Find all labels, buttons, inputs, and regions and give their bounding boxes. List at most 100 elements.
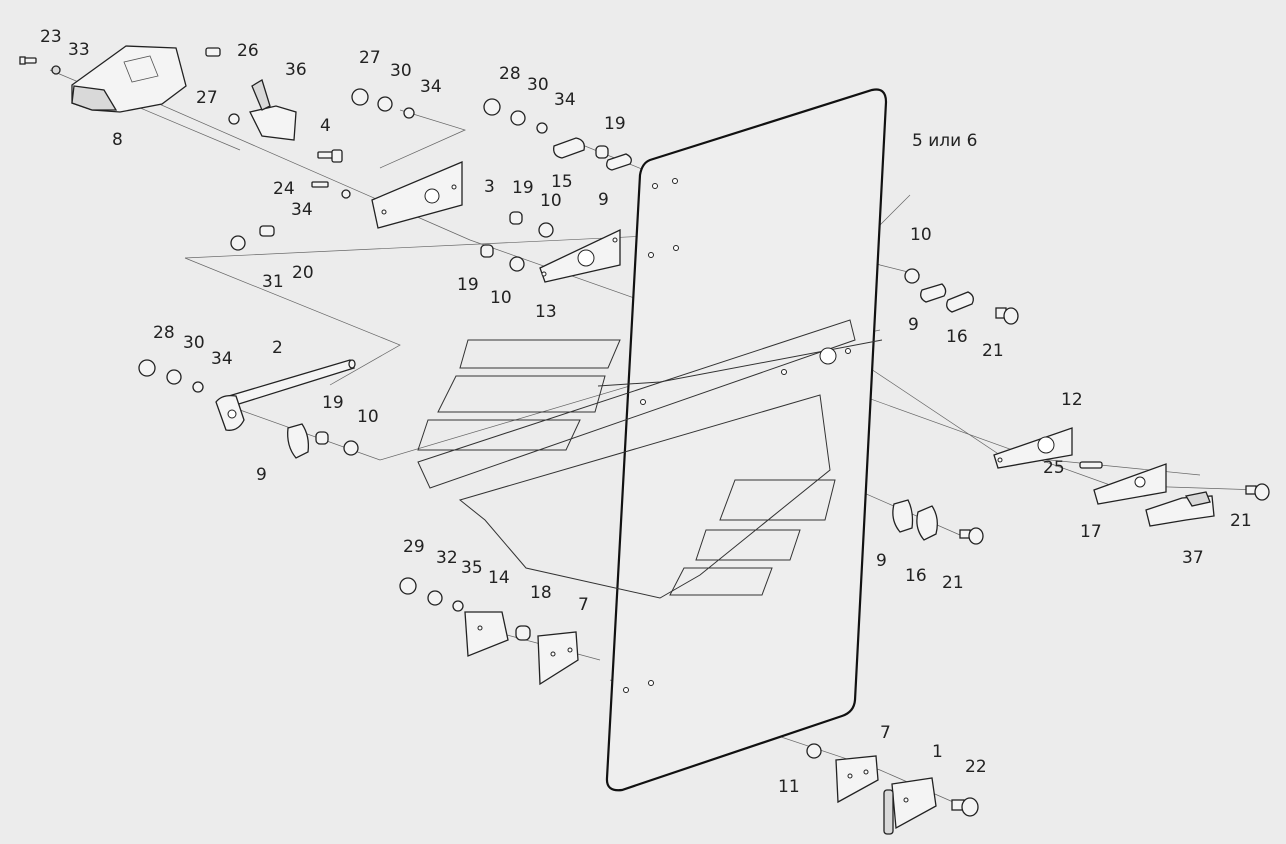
washer-10-d [343,440,359,456]
callout-c34c: 34 [291,200,313,220]
glass-decal [417,319,883,599]
callout-c27b: 27 [359,48,381,68]
washer-34-a [403,107,415,119]
hinge-plate-part-7-lower [835,755,879,804]
callout-c11: 11 [778,777,800,797]
callout-c34a: 34 [420,77,442,97]
callout-c28a: 28 [499,64,521,84]
callout-c20: 20 [292,263,314,283]
callout-c2: 2 [272,338,283,358]
callout-c7b: 7 [880,723,891,743]
washer-32 [427,590,443,606]
callout-c16b: 16 [905,566,927,586]
nut-28-b [138,359,156,377]
pin-22 [951,797,979,817]
callout-c28b: 28 [153,323,175,343]
callout-c34d: 34 [211,349,233,369]
callout-c14: 14 [488,568,510,588]
callout-c10c: 10 [910,225,932,245]
washer-30-c [166,369,182,385]
hinge-plate-part-13 [539,228,621,283]
callout-c32: 32 [436,548,458,568]
bushing-19-b [509,211,523,225]
callout-c9d: 9 [876,551,887,571]
callout-c24: 24 [273,179,295,199]
callout-c10d: 10 [357,407,379,427]
latch-part-36 [249,79,297,141]
callout-c34b: 34 [554,90,576,110]
callout-c30b: 30 [527,75,549,95]
bushing-19-a [595,145,609,159]
washer-34-c [341,189,351,199]
rivet-20 [259,225,275,237]
callout-c36: 36 [285,60,307,80]
callout-c33: 33 [68,40,90,60]
nut-31 [230,235,246,251]
fasteners [19,47,1270,817]
washer-34-d [192,381,204,393]
callout-c10a: 10 [540,191,562,211]
callout-c1: 1 [932,742,943,762]
pin-21-b [1245,483,1270,501]
hinge-plate-part-14 [464,611,509,657]
washer-34-b [536,122,548,134]
callout-c37: 37 [1182,548,1204,568]
callout-c30a: 30 [390,61,412,81]
small-plates [287,137,974,541]
washer-11 [806,743,822,759]
callout-c27a: 27 [196,88,218,108]
callout-c21a: 21 [982,341,1004,361]
hinge-rod-part-2 [215,359,356,431]
callout-c12: 12 [1061,390,1083,410]
mounting-plate-part-3 [371,161,463,229]
latch-plate-part-17 [1093,463,1167,505]
callout-c7a: 7 [578,595,589,615]
callout-c9a: 9 [598,190,609,210]
callout-c18: 18 [530,583,552,603]
nut-29 [399,577,417,595]
pin-21-c [959,527,984,545]
callout-c4: 4 [320,116,331,136]
bushing-19-c [480,244,494,258]
callout-c31: 31 [262,272,284,292]
callout-c19d: 19 [322,393,344,413]
washer-33 [51,65,61,75]
callout-c8: 8 [112,130,123,150]
nut-27-b [351,88,369,106]
bolt-26 [205,47,221,57]
bushing-19-d [315,431,329,445]
bracket-part-8 [71,45,187,113]
washer-10-b [509,256,525,272]
callout-c3: 3 [484,177,495,197]
callout-c16a: 16 [946,327,968,347]
washer-30-a [377,96,393,112]
washer-27-a [228,113,240,125]
callout-c26: 26 [237,41,259,61]
callout-c10b: 10 [490,288,512,308]
callout-c29: 29 [403,537,425,557]
callout-c21c: 21 [942,573,964,593]
hinge-plate-part-7-upper [537,631,579,686]
callout-c35: 35 [461,558,483,578]
bolt-4 [317,149,343,163]
bushing-18 [515,625,531,641]
washer-30-b [510,110,526,126]
callout-c30c: 30 [183,333,205,353]
callout-c19b: 19 [512,178,534,198]
callout-c22: 22 [965,757,987,777]
washer-35 [452,600,464,612]
bolt-24 [311,181,329,188]
nut-28-a [483,98,501,116]
callout-c9b: 9 [908,315,919,335]
glass-holes [623,178,851,693]
callout-c15: 15 [551,172,573,192]
bolt-23 [19,56,37,65]
callout-c19c: 19 [457,275,479,295]
callout-c13: 13 [535,302,557,322]
pin-21-a [995,307,1019,325]
washer-10-c [904,268,920,284]
bolt-25 [1079,461,1103,469]
